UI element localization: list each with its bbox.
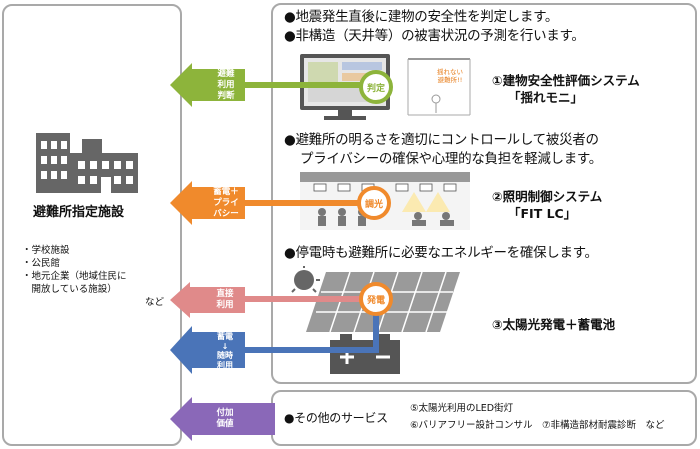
row1-system-name: ①建物安全性評価システム (492, 73, 640, 88)
row3-circle: 発電 (359, 282, 393, 316)
row1-arrow-label: 避難 利用 判断 (217, 68, 235, 101)
facility-item: ・公民館 (22, 258, 61, 269)
row3-arrow-direct-label: 直接 利用 (216, 289, 234, 310)
other-services-panel (271, 390, 697, 446)
facility-item: ・地元企業（地域住民に (22, 271, 127, 282)
thumb-caption: 揺れない 避難所!! (437, 68, 463, 84)
row2-arrow (170, 181, 245, 225)
row1-circle: 判定 (359, 70, 393, 104)
ceiling-sketch (407, 58, 471, 116)
row1-bullet: ●地震発生直後に建物の安全性を判定します。 (284, 9, 559, 25)
row3-arrow-storage-label: 蓄電 ↓ 随時 利用 (217, 332, 233, 370)
row3-system-name: ③太陽光発電＋蓄電池 (492, 317, 616, 332)
facility-panel (2, 4, 182, 446)
row2-arrow-label: 蓄電＋ プライ バシー (213, 186, 239, 219)
facility-item: 開放している施設） (22, 284, 117, 295)
row2-system-name: ②照明制御システム (492, 189, 603, 204)
row2-bullet: プライバシーの確保や心理的な負担を軽減します。 (300, 151, 602, 167)
row1-system-product: 「揺れモニ」 (508, 90, 584, 105)
row3-arrow-direct (170, 282, 245, 318)
row2-system-product: 「FIT LC」 (508, 206, 577, 221)
other-service-line: ⑤太陽光利用のLED街灯 (410, 403, 514, 414)
row1-arrow (170, 63, 245, 107)
other-services-bullet: ●その他のサービス (284, 411, 388, 425)
facility-item: ・学校施設 (22, 245, 70, 256)
row3-arrow-storage (170, 326, 245, 374)
row2-circle: 調光 (357, 186, 391, 220)
facility-title: 避難所指定施設 (33, 205, 125, 220)
facility-etc: など (145, 297, 165, 308)
other-arrow (170, 397, 275, 441)
row2-bullet: ●避難所の明るさを適切にコントロールして被災者の (284, 132, 599, 148)
row3-bullet: ●停電時も避難所に必要なエネルギーを確保します。 (284, 245, 598, 261)
lighting-illustration (300, 172, 470, 230)
row1-bullet: ●非構造（天井等）の被害状況の予測を行います。 (284, 28, 585, 44)
other-arrow-label: 付加 価値 (216, 408, 234, 429)
building-icon (36, 133, 138, 193)
other-service-line: ⑥バリアフリー設計コンサル ⑦非構造部材耐震診断 など (410, 420, 665, 431)
